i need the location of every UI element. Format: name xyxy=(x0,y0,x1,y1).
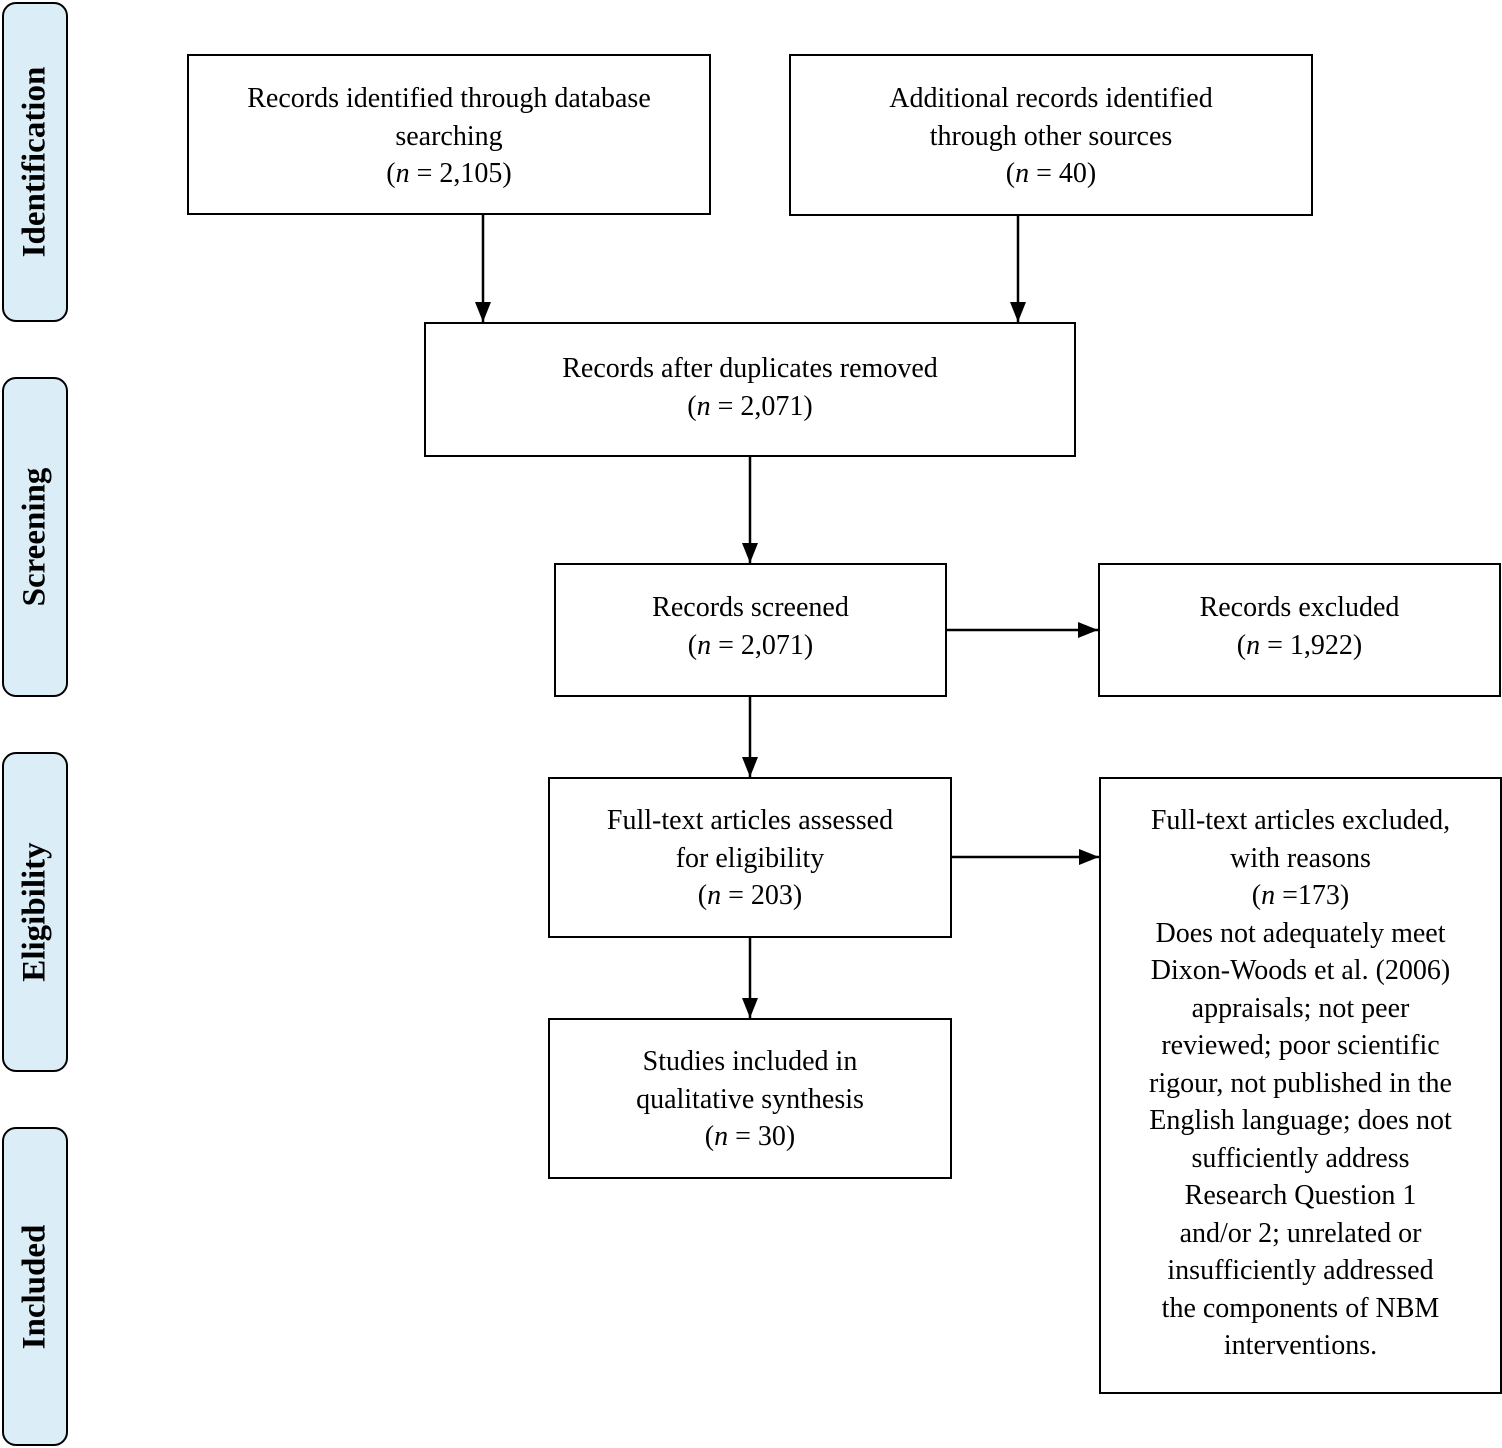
box-fulltext-assessed: Full-text articles assessed for eligibil… xyxy=(548,777,952,938)
box-fulltext-count: (n = 203) xyxy=(697,880,803,911)
box-studies-included: Studies included in qualitative synthesi… xyxy=(548,1018,952,1179)
exclusion-reason-line: Does not adequately meet xyxy=(1155,917,1446,949)
exclusion-reason-line: Research Question 1 xyxy=(1184,1180,1417,1211)
exclusion-reason-line: sufficiently address xyxy=(1191,1142,1410,1174)
box-screened-line-1: Records screened xyxy=(652,592,849,623)
box-database-count: (n = 2,105) xyxy=(386,158,512,189)
box-duplicates-count: (n = 2,071) xyxy=(687,390,813,422)
box-excluded-count: (n = 1,922) xyxy=(1236,629,1363,661)
box-other-line-2: through other sources xyxy=(929,120,1173,152)
box-database-records: Records identified through database sear… xyxy=(187,54,711,215)
exclusion-reason-line: reviewed; poor scientific xyxy=(1161,1030,1440,1061)
box-screened-count: (n = 2,071) xyxy=(687,629,814,661)
exclusion-reason-line: insufficiently addressed xyxy=(1167,1255,1434,1286)
phase-identification: Identification xyxy=(2,2,68,322)
arrowhead-other-sources xyxy=(1010,302,1026,322)
box-fulltext-line-2: for eligibility xyxy=(675,842,825,874)
box-fulltext-line-1: Full-text articles assessed xyxy=(606,805,894,836)
box-duplicates-line-1: Records after duplicates removed xyxy=(562,353,938,384)
arrowhead-database xyxy=(475,302,491,322)
box-records-screened: Records screened (n = 2,071) xyxy=(554,563,947,697)
arrowhead-fulltext-excluded xyxy=(1079,849,1099,865)
box-included-line-1: Studies included in xyxy=(642,1046,858,1077)
arrowhead-screened xyxy=(742,757,758,777)
box-database-line-2: searching xyxy=(395,120,503,152)
box-included-line-2: qualitative synthesis xyxy=(636,1083,864,1115)
exclusion-reason-line: appraisals; not peer xyxy=(1191,992,1410,1024)
box-fulltext-excluded-line-1: Full-text articles excluded, xyxy=(1150,805,1451,836)
box-included-count: (n = 30) xyxy=(704,1121,796,1152)
box-other-count: (n = 40) xyxy=(1005,158,1097,189)
exclusion-reason-line: English language; does not xyxy=(1149,1105,1452,1136)
box-fulltext-excluded-count: (n =173) xyxy=(1251,880,1350,911)
arrowhead-fulltext xyxy=(742,998,758,1018)
box-excluded-line-1: Records excluded xyxy=(1199,592,1400,623)
box-fulltext-excluded: Full-text articles excluded, with reason… xyxy=(1099,777,1502,1394)
arrowhead-screened-excluded xyxy=(1078,622,1098,638)
arrowhead-duplicates xyxy=(742,543,758,563)
exclusion-reason-line: Dixon-Woods et al. (2006) xyxy=(1150,955,1451,986)
phase-eligibility: Eligibility xyxy=(2,752,68,1072)
phase-screening: Screening xyxy=(2,377,68,697)
box-fulltext-excluded-line-2: with reasons xyxy=(1230,842,1371,874)
exclusion-reason-line: rigour, not published in the xyxy=(1149,1067,1452,1099)
box-duplicates-removed: Records after duplicates removed (n = 2,… xyxy=(424,322,1076,457)
box-records-excluded: Records excluded (n = 1,922) xyxy=(1098,563,1501,697)
phase-included: Included xyxy=(2,1127,68,1446)
exclusion-reason-line: interventions. xyxy=(1223,1330,1378,1361)
exclusion-reason-line: and/or 2; unrelated or xyxy=(1179,1217,1422,1249)
box-other-sources: Additional records identified through ot… xyxy=(789,54,1313,216)
box-database-line-1: Records identified through database xyxy=(247,83,651,114)
box-other-line-1: Additional records identified xyxy=(889,83,1213,114)
exclusion-reason-line: the components of NBM xyxy=(1161,1292,1440,1324)
